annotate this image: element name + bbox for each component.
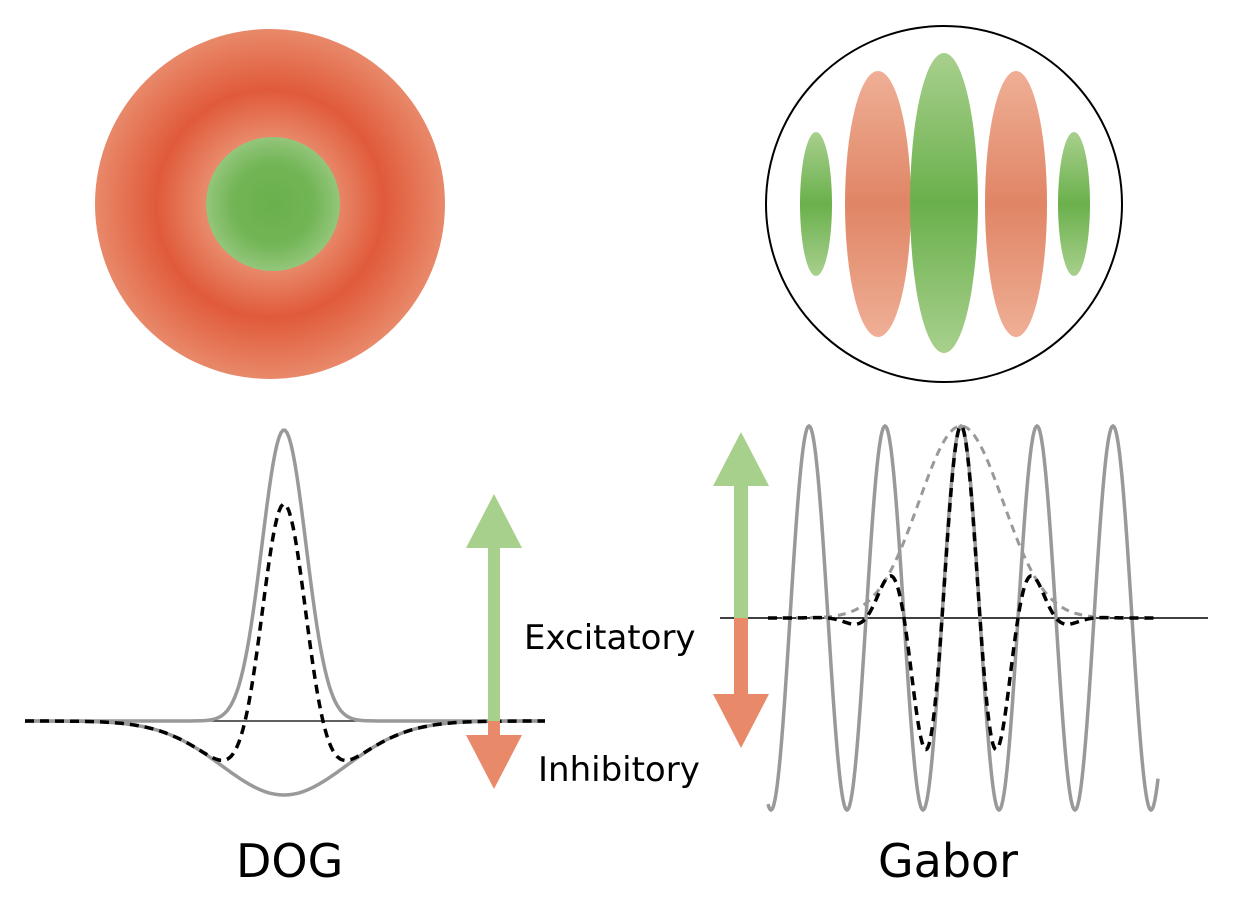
gabor-band-green-right (1058, 132, 1090, 276)
dog-inhibitory-curve (25, 719, 545, 797)
gabor-band-green-center (910, 53, 978, 353)
dog-arrow-inhibitory-head (466, 735, 522, 789)
inhibitory-label: Inhibitory (538, 750, 700, 790)
gabor-receptive-field (765, 25, 1123, 383)
gabor-band-red-right (985, 71, 1047, 337)
gabor-band-red-left (845, 71, 911, 337)
gabor-arrow-excitatory-shaft (734, 484, 748, 618)
dog-arrow (466, 494, 522, 789)
dog-receptive-field (95, 29, 445, 379)
dog-arrow-excitatory-head (466, 494, 522, 548)
dog-arrow-inhibitory-shaft (488, 721, 500, 737)
gabor-profile-plot (720, 423, 1208, 813)
dog-arrow-excitatory-shaft (488, 546, 500, 721)
gabor-arrow-inhibitory-head (713, 694, 769, 748)
gabor-arrow-inhibitory-shaft (734, 618, 748, 696)
gabor-title: Gabor (878, 834, 1019, 888)
dog-difference-curve (25, 502, 545, 763)
gabor-band-green-left (800, 132, 832, 276)
gabor-product-curve (768, 423, 1158, 752)
dog-profile-plot (25, 428, 545, 797)
dog-excitatory-curve (25, 428, 545, 723)
excitatory-label: Excitatory (524, 618, 696, 658)
dog-title: DOG (236, 834, 344, 888)
dog-excitatory-center (206, 137, 340, 271)
gabor-arrow (713, 432, 769, 748)
gabor-arrow-excitatory-head (713, 432, 769, 486)
